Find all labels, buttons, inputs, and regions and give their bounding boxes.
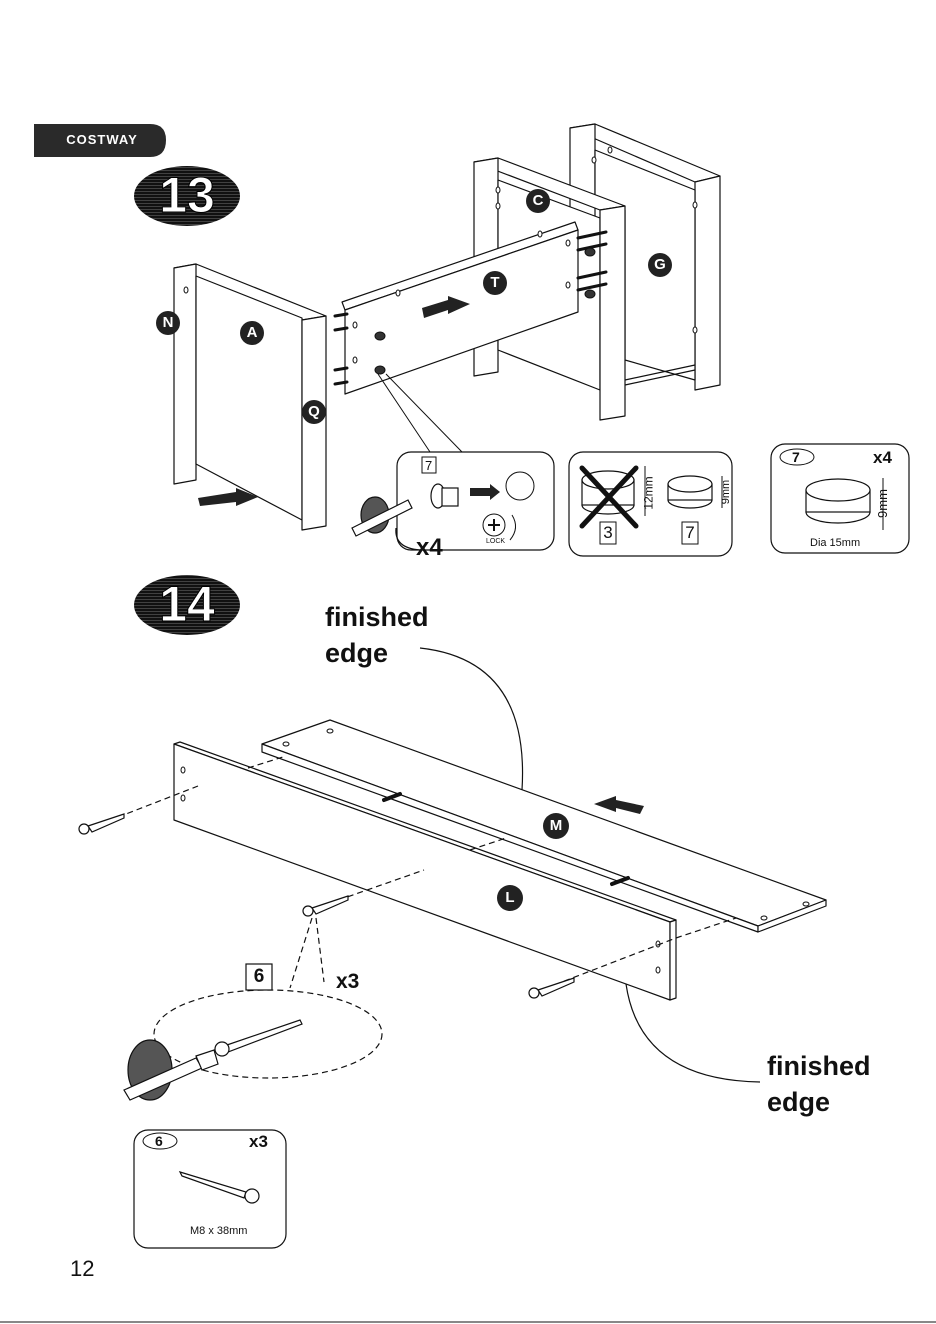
right-part-number: 7 (681, 523, 699, 543)
part-7-height: 9mm (875, 489, 890, 518)
finished-edge-leader-bottom (626, 984, 760, 1082)
page-number: 12 (70, 1256, 94, 1282)
step-14-number: 14 (135, 575, 239, 633)
push-arrow-left (594, 796, 644, 814)
callout-screw-quantity: x3 (336, 970, 359, 994)
part-6-id: 6 (155, 1133, 163, 1149)
callout-screw-part-number: 6 (250, 966, 268, 988)
part-T-label: T (484, 274, 506, 291)
part-G-label: G (649, 256, 671, 273)
part-C-label: C (527, 192, 549, 209)
part-L-label: L (499, 889, 521, 906)
finished-edge-top-line1: finished (325, 599, 429, 635)
callout-quantity: x4 (416, 534, 443, 562)
right-size-label: 9mm (720, 480, 732, 504)
part-A-label: A (241, 324, 263, 341)
part-6-size: M8 x 38mm (190, 1225, 247, 1237)
wrong-size-label: 12mm (642, 476, 656, 509)
wrong-part-number: 3 (599, 523, 617, 543)
brand-logo: COSTWAY (46, 132, 158, 147)
part-6-quantity: x3 (249, 1132, 268, 1152)
finished-edge-bottom-line1: finished (767, 1048, 871, 1084)
part-7-diameter: Dia 15mm (810, 537, 860, 549)
step-13-number: 13 (135, 166, 239, 224)
callout-part-number: 7 (425, 458, 432, 473)
lock-label: LOCK (486, 538, 505, 545)
part-N-label: N (157, 314, 179, 331)
part-Q-label: Q (303, 403, 325, 420)
part-M-label: M (545, 817, 567, 834)
finished-edge-bottom-line2: edge (767, 1084, 830, 1120)
finished-edge-top-line2: edge (325, 635, 388, 671)
part-7-quantity: x4 (873, 448, 892, 468)
part-7-id: 7 (792, 449, 800, 465)
